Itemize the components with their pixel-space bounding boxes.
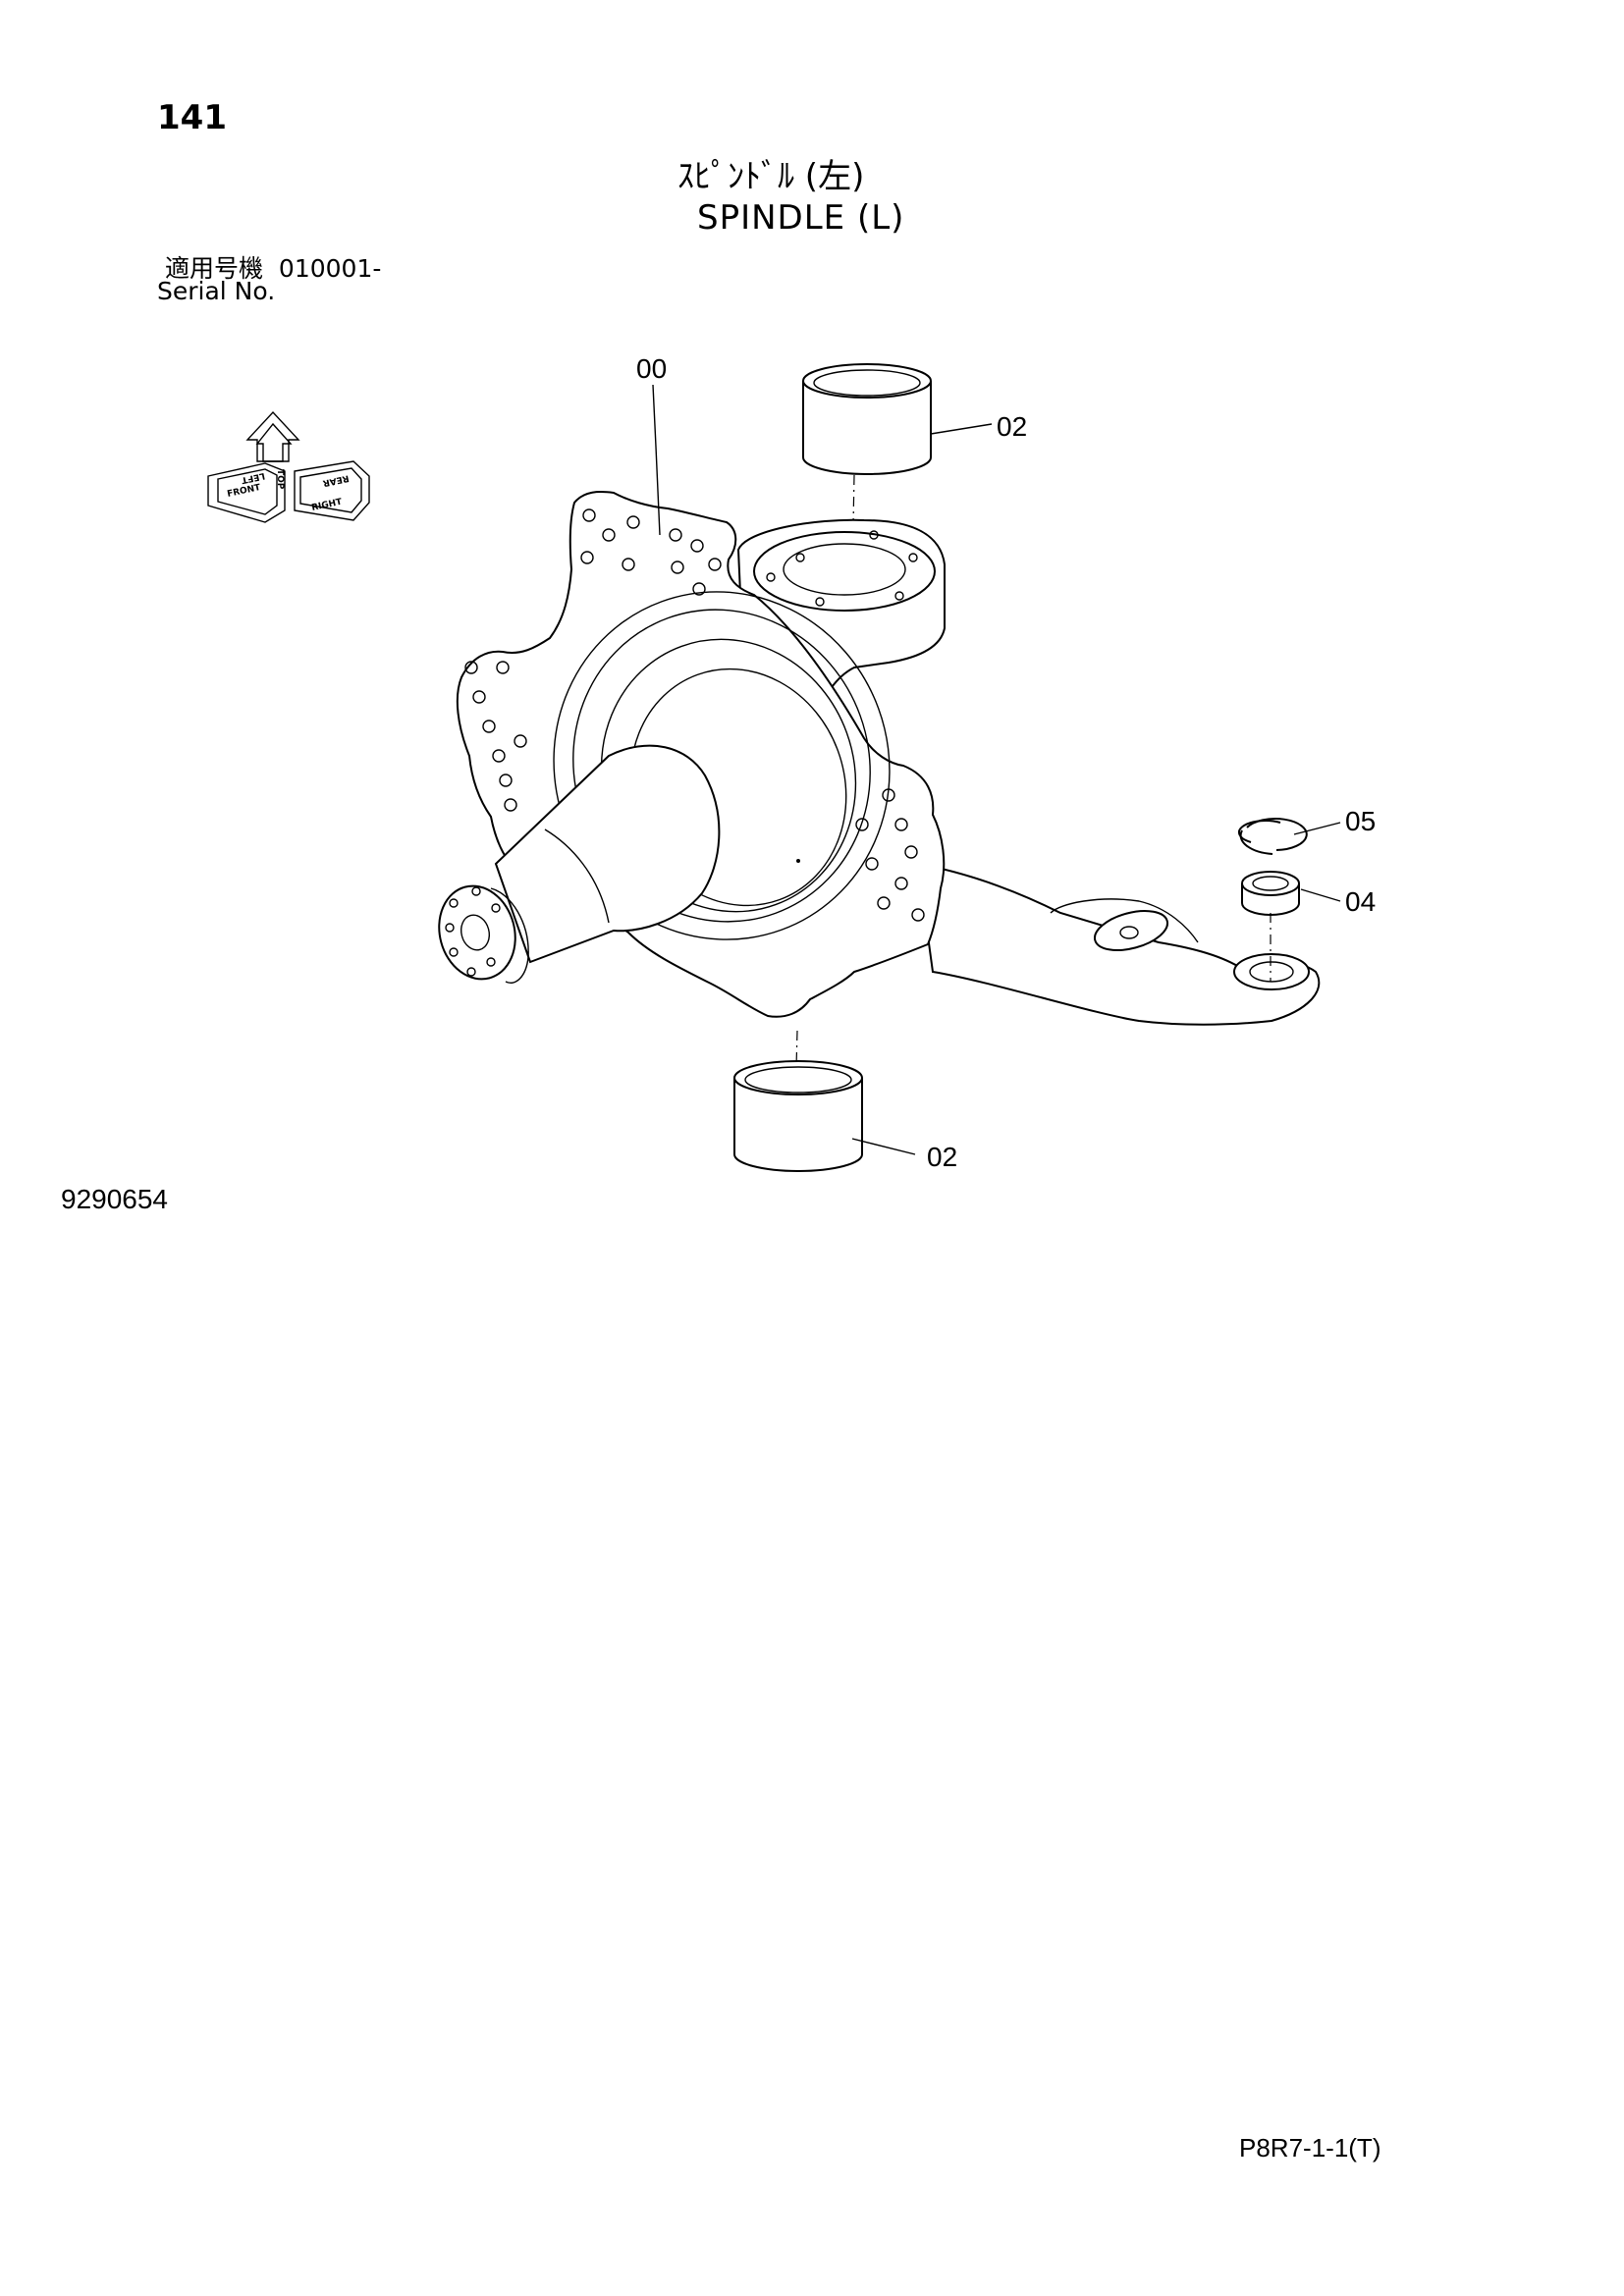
serial-number-range: 010001- bbox=[278, 254, 382, 283]
page-number: 141 bbox=[157, 98, 227, 137]
callout-leaders bbox=[652, 384, 1341, 1155]
orientation-indicator-icon: FRONT TOP RIGHT LEFT REAR bbox=[207, 410, 370, 523]
snap-ring-part bbox=[1237, 818, 1308, 855]
page-title: SPINDLE (L) bbox=[697, 198, 905, 238]
orientation-label-top: TOP bbox=[275, 469, 285, 490]
upper-bushing-part bbox=[802, 363, 932, 575]
callout-00: 00 bbox=[636, 353, 667, 384]
callout-02-lower: 02 bbox=[927, 1142, 957, 1172]
serial-label-japanese: 適用号機 bbox=[165, 254, 264, 283]
orientation-label-front: FRONT bbox=[227, 483, 263, 500]
orientation-label-rear: REAR bbox=[322, 472, 351, 487]
page-code: P8R7-1-1(T) bbox=[1239, 2133, 1381, 2163]
flange-bolt-holes bbox=[464, 508, 925, 922]
serial-applicability: 適用号機 010001- bbox=[165, 249, 381, 285]
callout-05: 05 bbox=[1345, 806, 1376, 836]
callout-02-upper: 02 bbox=[997, 411, 1027, 442]
bearing-part bbox=[1241, 871, 1300, 982]
lower-bushing-part bbox=[733, 1030, 863, 1172]
serial-label: Serial No. bbox=[157, 277, 276, 305]
page-title-japanese: ｽﾋﾟﾝﾄﾞﾙ (左) bbox=[677, 157, 865, 196]
spindle-body-part bbox=[438, 491, 1321, 1026]
callout-04: 04 bbox=[1345, 886, 1376, 917]
drawing-number: 9290654 bbox=[61, 1184, 169, 1214]
